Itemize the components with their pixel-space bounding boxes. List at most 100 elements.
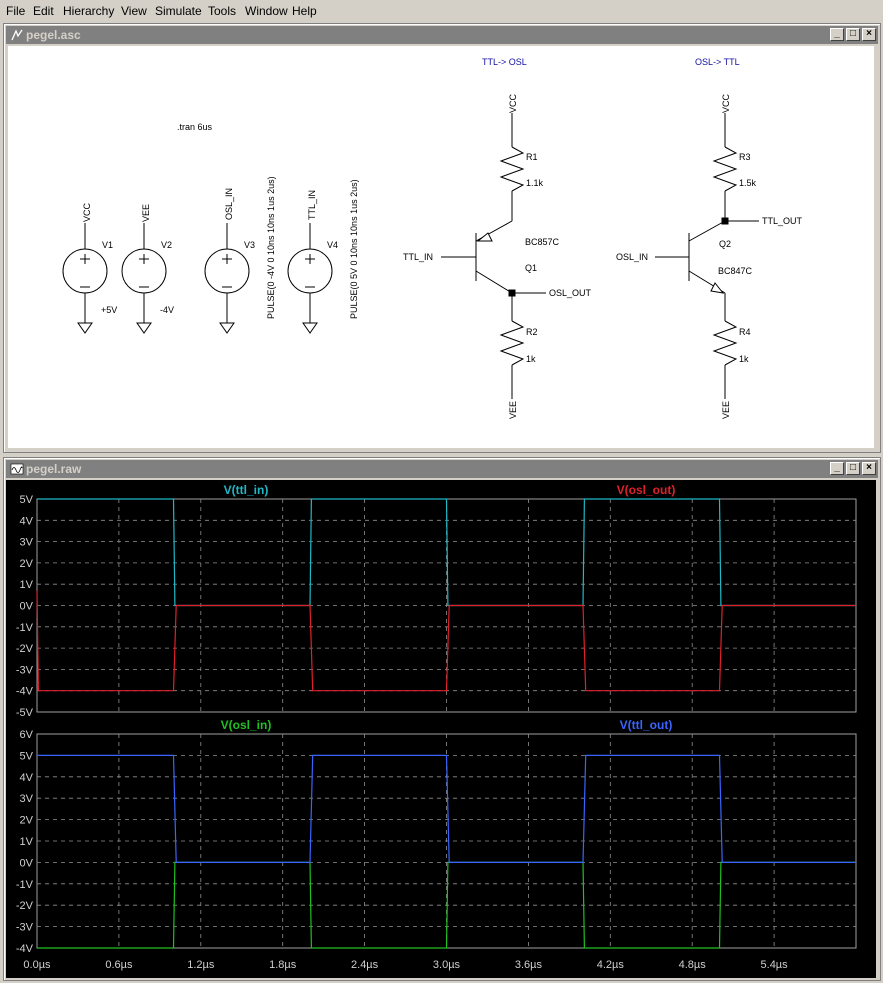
source-v3: [204, 223, 250, 334]
v4-ref: V4: [327, 240, 338, 250]
r2-ref: R2: [526, 327, 538, 337]
minimize-button[interactable]: _: [830, 28, 844, 41]
x-tick-label: 1.8µs: [269, 959, 297, 971]
circuit-ttl-to-osl: [441, 113, 546, 399]
y-tick-label: -2V: [16, 900, 34, 912]
q2-ref: Q2: [719, 239, 731, 249]
x-tick-label: 2.4µs: [351, 959, 379, 971]
q1-ref: Q1: [525, 263, 537, 273]
schematic-window: pegel.asc _ □ × .tran 6us TTL-> OSL OSL-…: [3, 23, 881, 453]
y-tick-label: 6V: [20, 729, 34, 741]
v2-ref: V2: [161, 240, 172, 250]
x-tick-label: 4.8µs: [679, 959, 707, 971]
menu-simulate[interactable]: Simulate: [155, 4, 202, 18]
y-tick-label: -1V: [16, 622, 34, 634]
y-tick-label: 4V: [20, 772, 34, 784]
y-tick-label: 4V: [20, 515, 34, 527]
c2-in-label: OSL_IN: [616, 252, 648, 262]
y-tick-label: 5V: [20, 494, 34, 506]
x-tick-label: 0.0µs: [23, 959, 51, 971]
r4-val: 1k: [739, 354, 749, 364]
q2-model: BC847C: [718, 266, 753, 276]
trace-label: V(osl_out): [617, 483, 676, 497]
r3-ref: R3: [739, 152, 751, 162]
schematic-titlebar[interactable]: pegel.asc _ □ ×: [6, 26, 878, 44]
series-line-vosl_in: [37, 861, 856, 949]
q1-model: BC857C: [525, 237, 560, 247]
series-line-vttl_in: [37, 498, 856, 607]
y-tick-label: -2V: [16, 643, 34, 655]
r1-ref: R1: [526, 152, 538, 162]
waveform-icon: [10, 463, 24, 475]
v1-net: VCC: [82, 202, 92, 222]
trace-label: V(ttl_in): [224, 483, 269, 497]
waveform-title: pegel.raw: [26, 462, 82, 476]
v1-value: +5V: [101, 305, 117, 315]
y-tick-label: -3V: [16, 922, 34, 934]
v3-net: OSL_IN: [224, 188, 234, 220]
menu-tools[interactable]: Tools: [208, 4, 237, 18]
menu-edit[interactable]: Edit: [33, 4, 54, 18]
header-ttl-osl: TTL-> OSL: [482, 57, 527, 67]
x-tick-label: 4.2µs: [597, 959, 625, 971]
x-tick-label: 5.4µs: [761, 959, 789, 971]
source-v2: [121, 223, 167, 334]
y-tick-label: -3V: [16, 664, 34, 676]
menu-window[interactable]: Window: [245, 4, 288, 18]
waveform-plot[interactable]: 5V4V3V2V1V0V-1V-2V-3V-4V-5VV(ttl_in)V(os…: [6, 480, 876, 978]
y-tick-label: -4V: [16, 943, 34, 955]
tran-directive: .tran 6us: [177, 122, 213, 132]
maximize-button[interactable]: □: [846, 462, 860, 475]
waveform-titlebar[interactable]: pegel.raw _ □ ×: [6, 460, 878, 478]
waveform-window: pegel.raw _ □ × 5V 4V 3V 2V 1V 0V -1V -2V -3V -4V…: [3, 457, 881, 981]
v3-value: PULSE(0 -4V 0 10ns 10ns 1us 2us): [266, 176, 276, 319]
y-tick-label: 0V: [20, 857, 34, 869]
c2-vee: VEE: [721, 401, 731, 419]
x-tick-label: 3.0µs: [433, 959, 461, 971]
series-line-vttl_out: [37, 754, 856, 863]
c1-vee: VEE: [508, 401, 518, 419]
menu-hierarchy[interactable]: Hierarchy: [63, 4, 115, 18]
circuit-osl-to-ttl: [655, 113, 759, 399]
trace-label: V(ttl_out): [620, 718, 673, 732]
y-tick-label: 3V: [20, 537, 34, 549]
minimize-button[interactable]: _: [830, 462, 844, 475]
source-v4: [287, 223, 333, 334]
menu-file[interactable]: File: [6, 4, 26, 18]
r2-val: 1k: [526, 354, 536, 364]
schematic-title: pegel.asc: [26, 28, 81, 42]
v2-value: -4V: [160, 305, 174, 315]
c2-out-label: TTL_OUT: [762, 216, 803, 226]
c1-vcc: VCC: [508, 93, 518, 113]
x-tick-label: 0.6µs: [105, 959, 133, 971]
r3-val: 1.5k: [739, 178, 757, 188]
v1-ref: V1: [102, 240, 113, 250]
y-tick-label: 2V: [20, 558, 34, 570]
close-button[interactable]: ×: [862, 462, 876, 475]
x-tick-label: 3.6µs: [515, 959, 543, 971]
v2-net: VEE: [141, 204, 151, 222]
v3-ref: V3: [244, 240, 255, 250]
y-tick-label: 0V: [20, 601, 34, 613]
trace-label: V(osl_in): [221, 718, 272, 732]
y-tick-label: 5V: [20, 750, 34, 762]
y-tick-label: 1V: [20, 579, 34, 591]
v4-value: PULSE(0 5V 0 10ns 10ns 1us 2us): [349, 179, 359, 319]
c1-out-label: OSL_OUT: [549, 288, 592, 298]
schematic-drawing: .tran 6us TTL-> OSL OSL-> TTL VCC V1 +5V: [62, 57, 803, 419]
v4-net: TTL_IN: [307, 190, 317, 220]
menu-help[interactable]: Help: [292, 4, 317, 18]
y-tick-label: 3V: [20, 793, 34, 805]
schematic-icon: [11, 29, 23, 41]
schematic-canvas[interactable]: .tran 6us TTL-> OSL OSL-> TTL VCC V1 +5V: [8, 46, 874, 448]
header-osl-ttl: OSL-> TTL: [695, 57, 740, 67]
maximize-button[interactable]: □: [846, 28, 860, 41]
source-v1: [62, 223, 108, 334]
series-line-vosl_out: [36, 590, 856, 692]
menu-view[interactable]: View: [121, 4, 147, 18]
y-tick-label: -4V: [16, 686, 34, 698]
menu-bar: File Edit Hierarchy View Simulate Tools …: [0, 0, 883, 21]
x-tick-label: 1.2µs: [187, 959, 215, 971]
close-button[interactable]: ×: [862, 28, 876, 41]
